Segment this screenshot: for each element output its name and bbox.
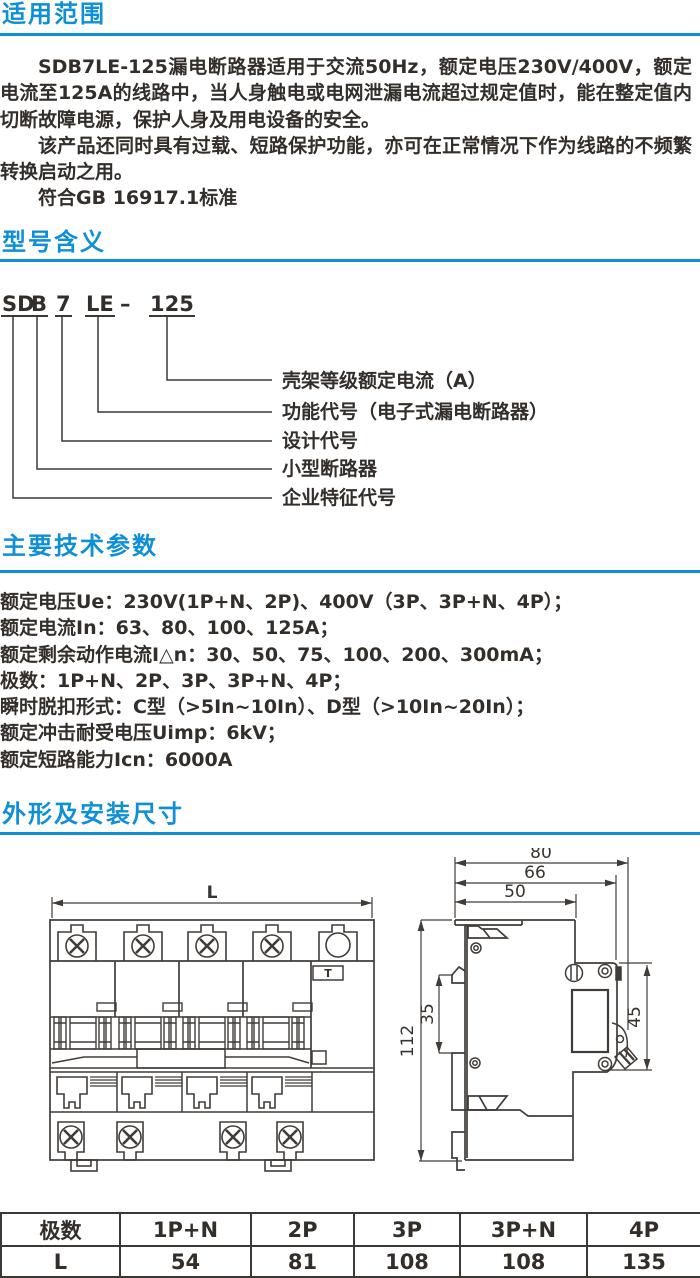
test-button-label: T	[324, 967, 332, 980]
model-code-sd: SD	[1, 292, 36, 317]
dim-label-L: L	[207, 883, 218, 903]
table-cell-L: L	[0, 1245, 121, 1278]
param-breaking-capacity: 额定短路能力Icn：6000A	[0, 748, 233, 771]
model-label-function-code: 功能代号（电子式漏电断路器）	[282, 401, 549, 423]
dim-label-80: 80	[530, 848, 552, 863]
params-list: 额定电压Ue：230V(1P+N、2P)、400V（3P、3P+N、4P）； 额…	[0, 589, 700, 773]
dimension-drawings: L T	[49, 848, 652, 1172]
param-rated-voltage: 额定电压Ue：230V(1P+N、2P)、400V（3P、3P+N、4P）；	[0, 591, 573, 613]
scope-paragraph-1: SDB7LE-125漏电断路器适用于交流50Hz，额定电压230V/400V，额…	[0, 56, 692, 131]
dim-label-66: 66	[524, 863, 546, 883]
table-cell-3p-val: 108	[353, 1245, 461, 1278]
side-view-drawing: 80 66 50 112 35 45	[398, 848, 652, 1171]
param-residual-current: 额定剩余动作电流I△n：30、50、75、100、200、300mA；	[0, 643, 554, 666]
dim-label-112: 112	[398, 1025, 418, 1057]
table-header-3pn: 3P+N	[459, 1212, 588, 1247]
section-rule	[0, 832, 700, 835]
model-label-frame-current: 壳架等级额定电流（A）	[282, 370, 487, 392]
table-cell-1pn-val: 54	[119, 1245, 252, 1278]
model-label-company-code: 企业特征代号	[282, 487, 397, 509]
table-header-4p: 4P	[586, 1212, 700, 1247]
table-cell-3pn-val: 108	[459, 1245, 588, 1278]
table-cell-2p-val: 81	[250, 1245, 355, 1278]
param-poles: 极数：1P+N、2P、3P、3P+N、4P；	[0, 669, 352, 692]
model-code-125: 125	[149, 292, 195, 317]
table-header-1pn: 1P+N	[119, 1212, 252, 1247]
table-row-length: L 54 81 108 108 135	[0, 1245, 700, 1278]
model-code-b: B	[30, 292, 49, 317]
table-header-poles: 极数	[0, 1212, 121, 1247]
param-trip-type: 瞬时脱扣形式：C型（>5In~10In）、D型（>10In~20In）；	[0, 696, 535, 719]
param-rated-current: 额定电流In：63、80、100、125A；	[0, 617, 339, 640]
section-title-params: 主要技术参数	[2, 532, 158, 560]
table-cell-4p-val: 135	[586, 1245, 700, 1278]
dim-label-35: 35	[418, 1003, 438, 1025]
section-rule	[0, 259, 700, 262]
front-view-drawing: L T	[49, 883, 375, 1172]
model-label-design-code: 设计代号	[282, 430, 359, 452]
table-header-2p: 2P	[250, 1212, 355, 1247]
model-code-7: 7	[55, 292, 72, 317]
table-header-row: 极数 1P+N 2P 3P 3P+N 4P	[0, 1212, 700, 1247]
model-label-mini-breaker: 小型断路器	[282, 458, 378, 480]
dim-label-45: 45	[625, 1006, 645, 1028]
param-impulse-voltage: 额定冲击耐受电压Uimp：6kV；	[0, 722, 286, 745]
model-connector-lines	[12, 317, 272, 499]
scope-paragraph-3: 符合GB 16917.1标准	[38, 187, 238, 210]
dimension-table: 极数 1P+N 2P 3P 3P+N 4P L 54 81 108 108 13…	[0, 1212, 700, 1278]
section-rule	[0, 33, 700, 36]
section-title-dimensions: 外形及安装尺寸	[2, 800, 184, 828]
model-code-dash: –	[120, 292, 131, 316]
scope-paragraphs: SDB7LE-125漏电断路器适用于交流50Hz，额定电压230V/400V，额…	[0, 54, 692, 212]
section-title-model: 型号含义	[2, 228, 106, 256]
dim-label-50: 50	[504, 882, 526, 902]
model-code-le: LE	[85, 292, 115, 317]
section-title-scope: 适用范围	[2, 0, 106, 28]
section-rule	[0, 570, 700, 573]
table-header-3p: 3P	[353, 1212, 461, 1247]
scope-paragraph-2: 该产品还同时具有过载、短路保护功能，亦可在正常情况下作为线路的不频繁转换启动之用…	[0, 134, 692, 184]
